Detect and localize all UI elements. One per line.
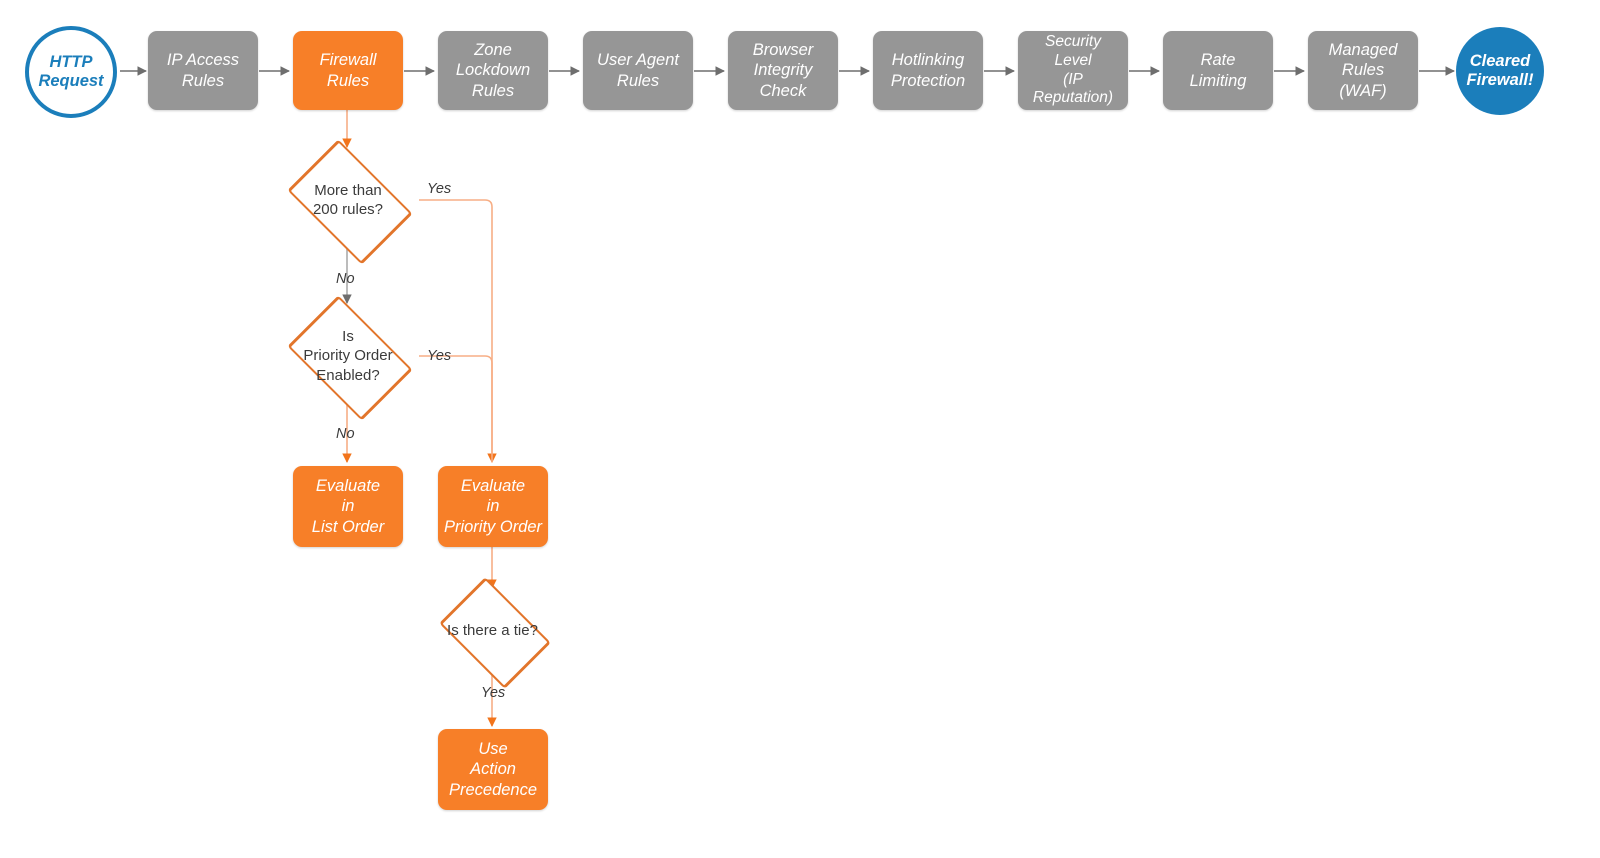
edge-label-d2-no: No	[336, 426, 355, 442]
node-http-request[interactable]: HTTP Request	[25, 26, 117, 118]
node-label: Firewall Rules	[319, 51, 377, 90]
node-label: Evaluate in Priority Order	[443, 477, 543, 536]
decision-label: Is Priority Order Enabled?	[303, 328, 393, 384]
node-label: Security Level (IP Reputation)	[1032, 32, 1114, 107]
decision-is-there-a-tie[interactable]: Is there a tie?	[424, 577, 561, 689]
node-label: Managed Rules (WAF)	[1328, 41, 1398, 100]
edge-label-d1-yes: Yes	[427, 181, 452, 197]
node-managed-rules-waf[interactable]: Managed Rules (WAF)	[1308, 31, 1418, 110]
decision-label: Is there a tie?	[447, 622, 538, 640]
node-label: HTTP Request	[38, 52, 104, 90]
decision-is-priority-order-enabled[interactable]: Is Priority Order Enabled?	[277, 295, 419, 421]
node-label: Zone Lockdown Rules	[455, 41, 531, 100]
outcome-evaluate-list-order[interactable]: Evaluate in List Order	[293, 466, 403, 547]
outcome-use-action-precedence[interactable]: Use Action Precedence	[438, 729, 548, 810]
node-label: Evaluate in List Order	[311, 477, 385, 536]
wire-d2-yes	[419, 355, 493, 462]
node-ip-access-rules[interactable]: IP Access Rules	[148, 31, 258, 110]
node-browser-integrity-check[interactable]: Browser Integrity Check	[728, 31, 838, 110]
node-label: Browser Integrity Check	[752, 41, 814, 100]
edge-label-d1-no: No	[336, 271, 355, 287]
node-rate-limiting[interactable]: Rate Limiting	[1163, 31, 1273, 110]
edge-label-d3-yes: Yes	[481, 685, 506, 701]
node-zone-lockdown-rules[interactable]: Zone Lockdown Rules	[438, 31, 548, 110]
decision-label: More than 200 rules?	[312, 181, 384, 218]
node-security-level[interactable]: Security Level (IP Reputation)	[1018, 31, 1128, 110]
edge-label-d2-yes: Yes	[427, 348, 452, 364]
node-label: Cleared Firewall!	[1466, 51, 1534, 89]
node-label: IP Access Rules	[166, 51, 240, 90]
node-cleared-firewall[interactable]: Cleared Firewall!	[1456, 27, 1544, 115]
node-user-agent-rules[interactable]: User Agent Rules	[583, 31, 693, 110]
node-label: Rate Limiting	[1189, 51, 1247, 90]
decision-more-than-200-rules[interactable]: More than 200 rules?	[277, 139, 419, 265]
node-label: Hotlinking Protection	[890, 51, 966, 90]
wire-d1-yes	[419, 199, 497, 463]
node-hotlinking-protection[interactable]: Hotlinking Protection	[873, 31, 983, 110]
node-label: Use Action Precedence	[448, 740, 538, 799]
outcome-evaluate-priority-order[interactable]: Evaluate in Priority Order	[438, 466, 548, 547]
node-label: User Agent Rules	[597, 51, 679, 90]
node-firewall-rules[interactable]: Firewall Rules	[293, 31, 403, 110]
